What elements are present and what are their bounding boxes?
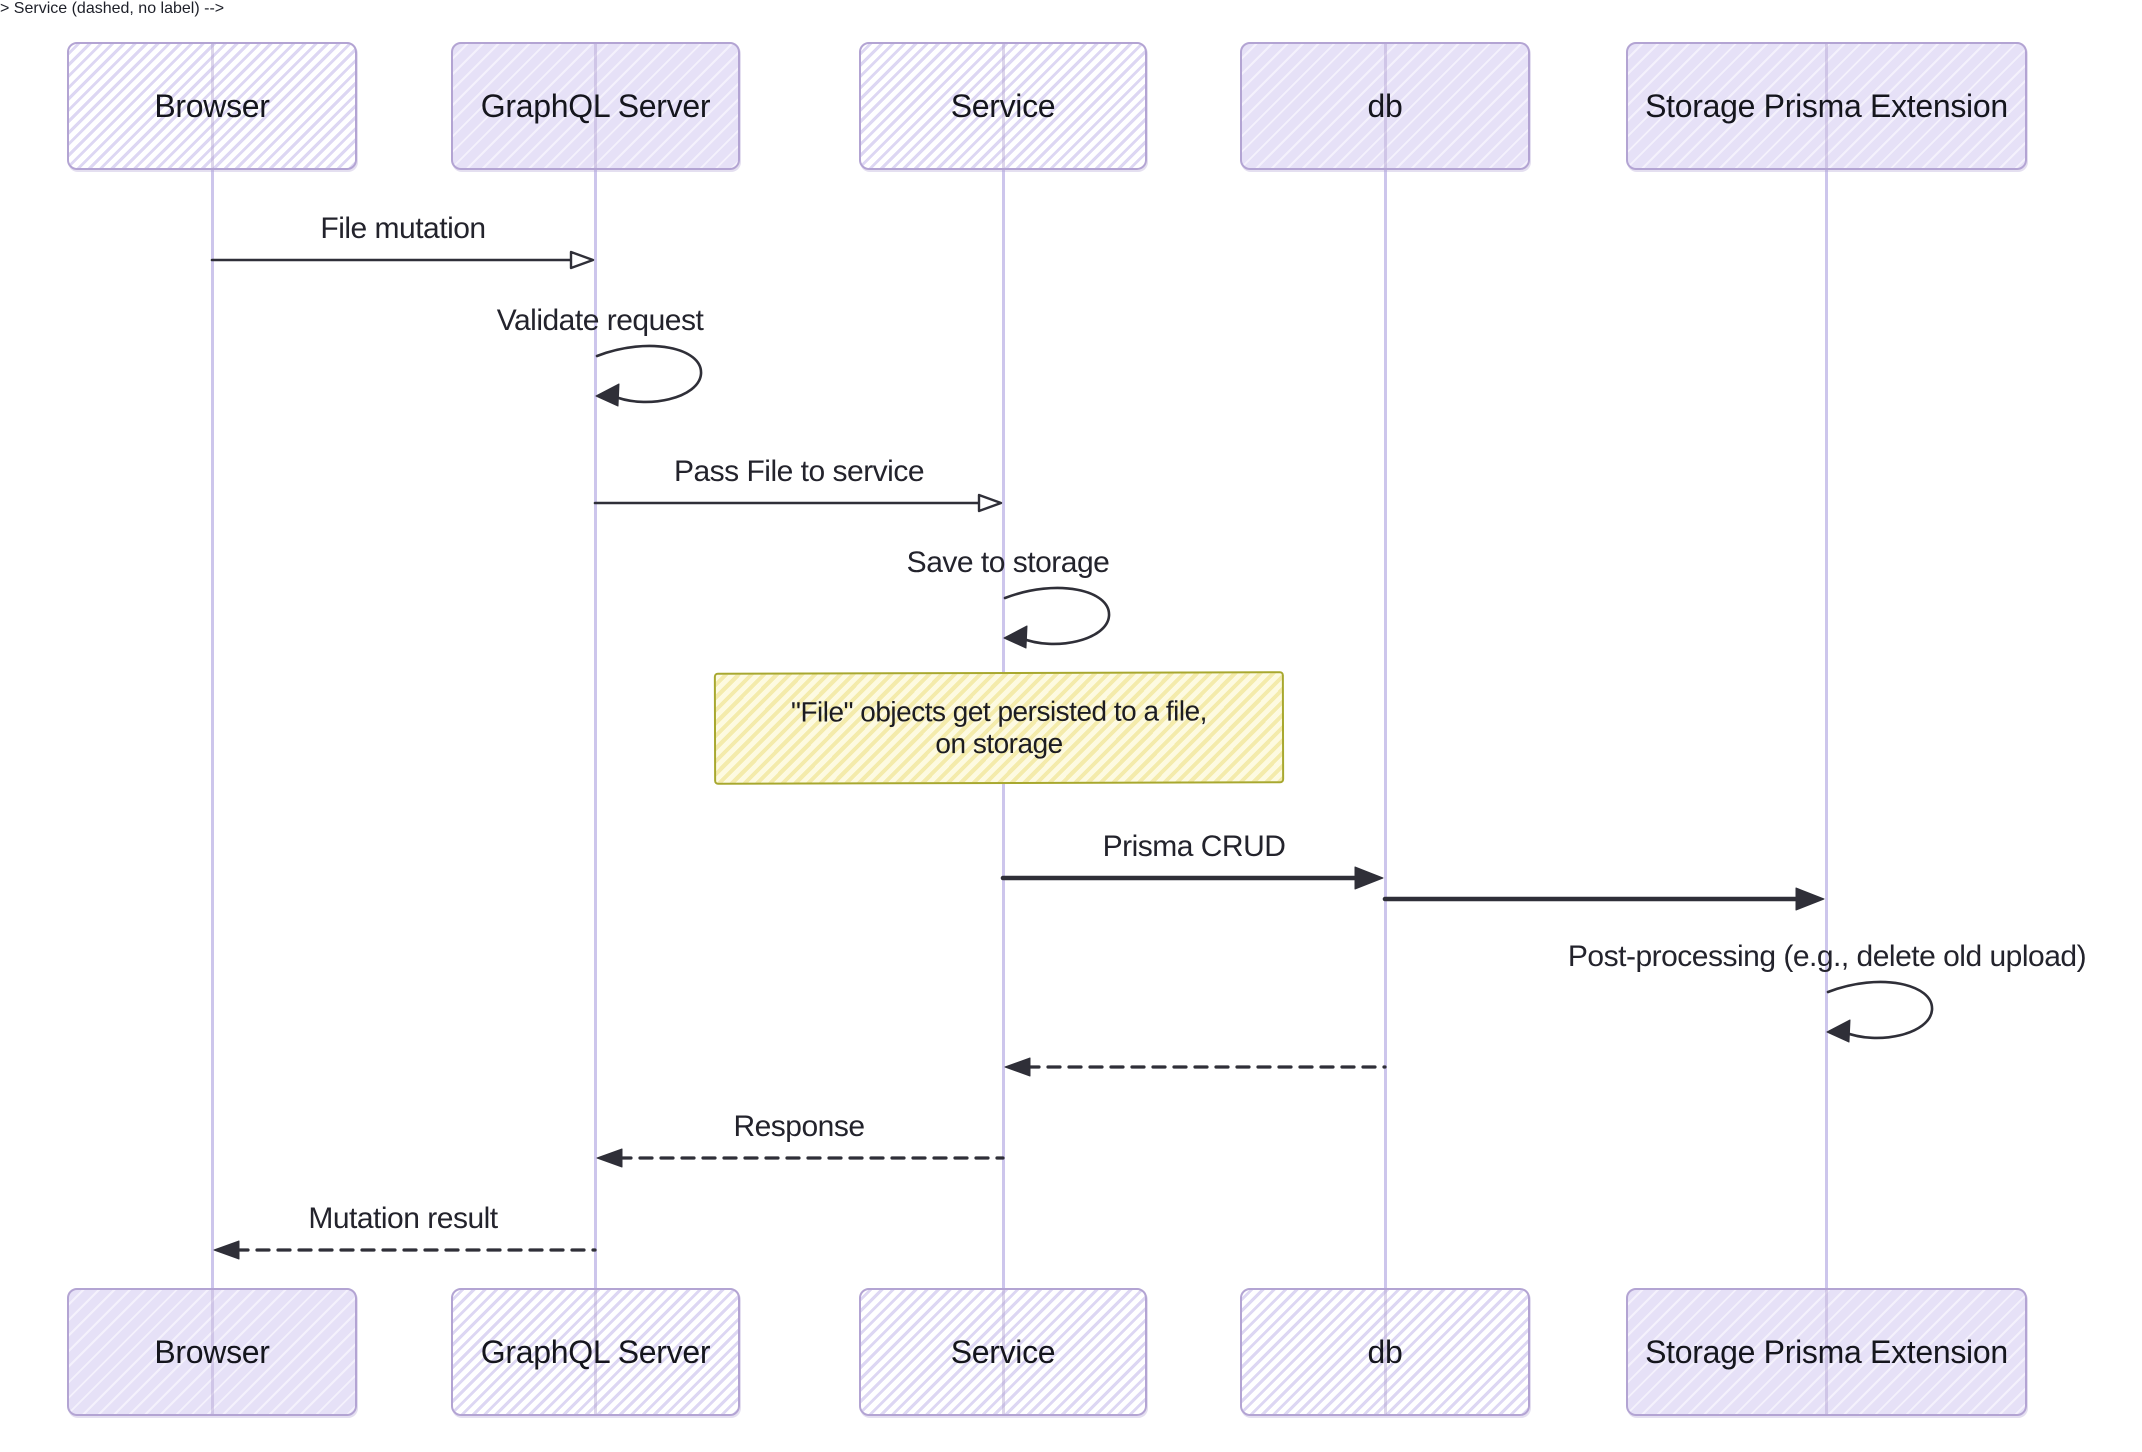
message-label-post-processing: Post-processing (e.g., delete old upload… <box>1567 940 2087 973</box>
actor-label: Storage Prisma Extension <box>1645 87 2008 124</box>
message-arrow-mutation-result <box>213 1240 597 1260</box>
actor-label: db <box>1367 1333 1403 1370</box>
actor-top-storage-prisma-extension: Storage Prisma Extension <box>1626 42 2027 170</box>
actor-top-db: db <box>1240 42 1530 170</box>
lifeline-stub <box>1825 1290 1828 1414</box>
actor-bottom-service: Service <box>859 1288 1147 1416</box>
self-loop-validate-request <box>595 344 703 407</box>
actor-bottom-db: db <box>1240 1288 1530 1416</box>
note-box: "File" objects get persisted to a file, … <box>713 671 1285 785</box>
message-label-file-mutation: File mutation <box>320 212 486 245</box>
lifeline-stub <box>1001 1290 1005 1414</box>
actor-bottom-browser: Browser <box>67 1288 357 1416</box>
lifeline-stub <box>1001 44 1005 168</box>
actor-label: GraphQL Server <box>480 1333 711 1370</box>
message-arrow-prisma-crud <box>1000 866 1384 890</box>
self-loop-post-processing <box>1826 980 1934 1043</box>
lifeline-browser <box>210 168 214 1290</box>
message-arrow-db-to-storage <box>1382 887 1825 911</box>
message-arrow-response <box>596 1148 1005 1168</box>
message-label-response: Response <box>733 1110 865 1143</box>
lifeline-stub <box>1383 44 1387 168</box>
actor-label: Browser <box>154 87 270 124</box>
actor-top-service: Service <box>859 42 1147 170</box>
message-label-save-to-storage: Save to storage <box>906 546 1110 579</box>
lifeline-stub <box>210 44 214 168</box>
lifeline-storage-prisma-extension <box>1824 168 1828 1290</box>
actor-bottom-storage-prisma-extension: Storage Prisma Extension <box>1626 1288 2027 1416</box>
note-text: "File" objects get persisted to a file, … <box>790 695 1207 760</box>
actor-label: Service <box>950 87 1056 124</box>
lifeline-stub <box>210 1290 214 1414</box>
lifeline-stub <box>1825 44 1828 168</box>
lifeline-stub <box>594 1290 597 1414</box>
actor-label: Service <box>950 1333 1056 1370</box>
message-arrow-pass-file-to-service <box>593 493 1003 513</box>
message-label-validate-request: Validate request <box>496 304 704 337</box>
message-label-prisma-crud: Prisma CRUD <box>1102 830 1286 863</box>
lifeline-stub <box>1383 1290 1387 1414</box>
actor-top-graphql-server: GraphQL Server <box>451 42 740 170</box>
actor-label: GraphQL Server <box>480 87 711 124</box>
self-loop-save-to-storage <box>1003 586 1111 649</box>
message-arrow-file-mutation <box>210 250 595 270</box>
lifeline-graphql-server <box>593 168 597 1290</box>
actor-label: Storage Prisma Extension <box>1645 1333 2008 1370</box>
lifeline-stub <box>594 44 597 168</box>
message-label-pass-file-to-service: Pass File to service <box>673 455 925 488</box>
lifeline-db <box>1383 168 1387 1290</box>
actor-label: db <box>1367 87 1403 124</box>
message-arrow-db-response <box>1004 1057 1387 1077</box>
message-label-mutation-result: Mutation result <box>308 1202 498 1235</box>
actor-top-browser: Browser <box>67 42 357 170</box>
actor-bottom-graphql-server: GraphQL Server <box>451 1288 740 1416</box>
actor-label: Browser <box>154 1333 270 1370</box>
